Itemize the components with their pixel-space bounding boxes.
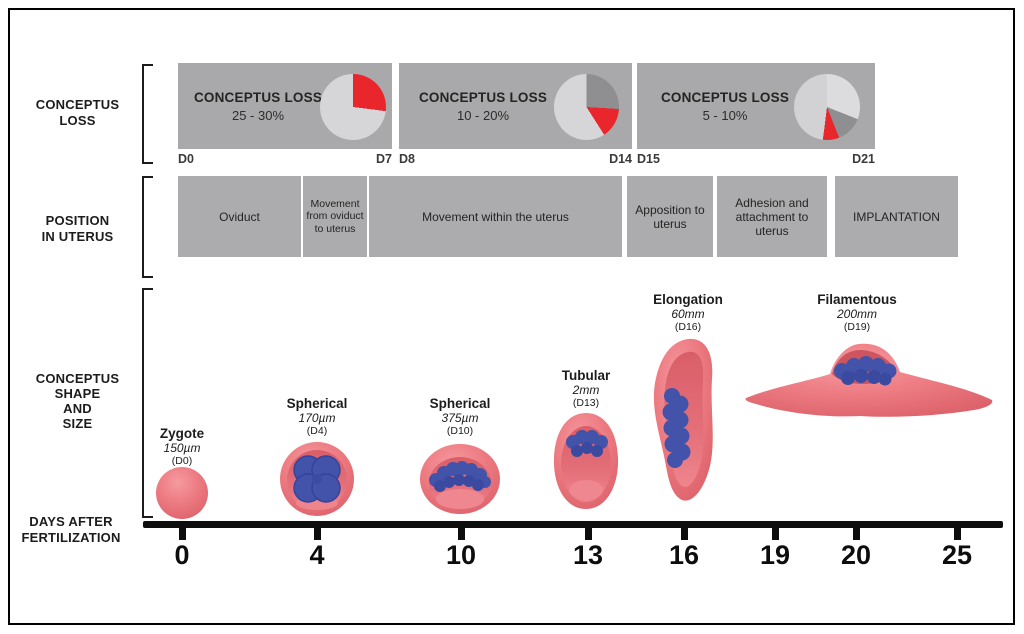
stage-box-movement-within-uterus: Movement within the uterus: [369, 176, 622, 257]
timeline-axis: [143, 521, 1003, 528]
stage-day: (D13): [572, 397, 600, 409]
row-label-position-in-uterus: POSITION IN UTERUS: [10, 213, 145, 245]
tick-label-25: 25: [941, 540, 973, 570]
loss-period-text: CONCEPTUS LOSS 25 - 30%: [182, 63, 334, 149]
stage-box-oviduct: Oviduct: [178, 176, 301, 257]
tick-day-19: [772, 526, 779, 540]
stage-size: 375µm: [441, 411, 479, 425]
stage-name: Zygote: [159, 426, 205, 441]
row-label-line: LOSS: [59, 113, 96, 128]
row-label-line: CONCEPTUS: [35, 371, 120, 386]
zygote-illustration: [156, 467, 208, 519]
stage-label-spherical-d10: Spherical 375µm (D10): [395, 396, 525, 437]
loss-range: 10 - 20%: [456, 107, 510, 123]
row-label-line: CONCEPTUS: [35, 97, 120, 112]
stage-name: Filamentous: [817, 292, 897, 307]
day-marker-d21: D21: [852, 152, 875, 166]
loss-title: CONCEPTUS LOSS: [418, 89, 548, 105]
row-label-line: AND: [63, 401, 92, 416]
bracket-conceptus-shape: [142, 288, 153, 518]
stage-label-spherical-d4: Spherical 170µm (D4): [252, 396, 382, 437]
row-label-conceptus-shape-size: CONCEPTUS SHAPE AND SIZE: [10, 371, 145, 431]
stage-size: 170µm: [298, 411, 336, 425]
stage-box-movement-from-oviduct: Movement from oviduct to uterus: [303, 176, 367, 257]
stage-size: 150µm: [163, 441, 201, 455]
row-label-conceptus-loss: CONCEPTUS LOSS: [10, 97, 145, 129]
day-marker-d14: D14: [609, 152, 632, 166]
tick-label-10: 10: [445, 540, 477, 570]
stage-name: Spherical: [286, 396, 348, 411]
tick-day-10: [458, 526, 465, 540]
stage-day: (D10): [446, 425, 474, 437]
tick-day-4: [314, 526, 321, 540]
row-label-line: SIZE: [62, 416, 93, 431]
loss-range: 25 - 30%: [231, 107, 285, 123]
spherical-d4-illustration: [280, 442, 354, 516]
stage-name: Tubular: [561, 368, 611, 383]
pie-chart-loss-d15-d21: [794, 74, 860, 140]
row-label-days-after-fertilization: DAYS AFTER FERTILIZATION: [5, 514, 137, 546]
stage-box-apposition: Apposition to uterus: [627, 176, 713, 257]
stage-size: 60mm: [671, 307, 705, 321]
loss-range: 5 - 10%: [702, 107, 748, 123]
stage-label-elongation: Elongation 60mm (D16): [623, 292, 753, 333]
tick-label-0: 0: [174, 540, 190, 570]
loss-period-text: CONCEPTUS LOSS 10 - 20%: [408, 63, 558, 149]
stage-day: (D4): [306, 425, 328, 437]
tick-label-13: 13: [572, 540, 604, 570]
loss-period-box-d8-d14: CONCEPTUS LOSS 10 - 20% D8 D14: [399, 63, 632, 166]
elongation-d16-illustration: [653, 338, 713, 501]
tick-day-25: [954, 526, 961, 540]
stage-label-tubular: Tubular 2mm (D13): [521, 368, 651, 409]
pie-chart-loss-d0-d7: [320, 74, 386, 140]
stage-label-zygote: Zygote 150µm (D0): [117, 426, 247, 467]
stage-size: 2mm: [572, 383, 600, 397]
tick-label-16: 16: [668, 540, 700, 570]
tick-day-0: [179, 526, 186, 540]
pie-chart-loss-d8-d14: [554, 74, 619, 140]
loss-title: CONCEPTUS LOSS: [193, 89, 323, 105]
row-label-line: IN UTERUS: [41, 229, 114, 244]
day-marker-d8: D8: [399, 152, 415, 166]
tubular-d13-illustration: [553, 413, 619, 509]
loss-period-text: CONCEPTUS LOSS 5 - 10%: [650, 63, 800, 149]
stage-size: 200mm: [836, 307, 877, 321]
day-marker-d15: D15: [637, 152, 660, 166]
tick-day-20: [853, 526, 860, 540]
spherical-d10-illustration: [420, 444, 500, 514]
tick-day-16: [681, 526, 688, 540]
bracket-position-in-uterus: [142, 176, 153, 278]
stage-name: Spherical: [429, 396, 491, 411]
bracket-conceptus-loss: [142, 64, 153, 164]
tick-label-20: 20: [840, 540, 872, 570]
stage-day: (D16): [674, 321, 702, 333]
tick-label-4: 4: [309, 540, 325, 570]
tick-day-13: [585, 526, 592, 540]
stage-day: (D0): [171, 455, 193, 467]
loss-period-box-d15-d21: CONCEPTUS LOSS 5 - 10% D15 D21: [637, 63, 875, 166]
stage-day: (D19): [843, 321, 871, 333]
stage-box-implantation: IMPLANTATION: [835, 176, 958, 257]
row-label-line: POSITION: [45, 213, 110, 228]
loss-period-box-d0-d7: CONCEPTUS LOSS 25 - 30% D0 D7: [178, 63, 392, 166]
day-marker-d0: D0: [178, 152, 194, 166]
day-marker-d7: D7: [376, 152, 392, 166]
loss-title: CONCEPTUS LOSS: [660, 89, 790, 105]
row-label-line: SHAPE: [54, 386, 101, 401]
filamentous-d19-illustration: [745, 343, 993, 417]
stage-name: Elongation: [653, 292, 723, 307]
tick-label-19: 19: [759, 540, 791, 570]
row-label-line: FERTILIZATION: [21, 530, 121, 545]
figure-border: [8, 8, 1015, 625]
stage-box-adhesion-attachment: Adhesion and attachment to uterus: [717, 176, 827, 257]
stage-label-filamentous: Filamentous 200mm (D19): [792, 292, 922, 333]
row-label-line: DAYS AFTER: [29, 514, 113, 529]
